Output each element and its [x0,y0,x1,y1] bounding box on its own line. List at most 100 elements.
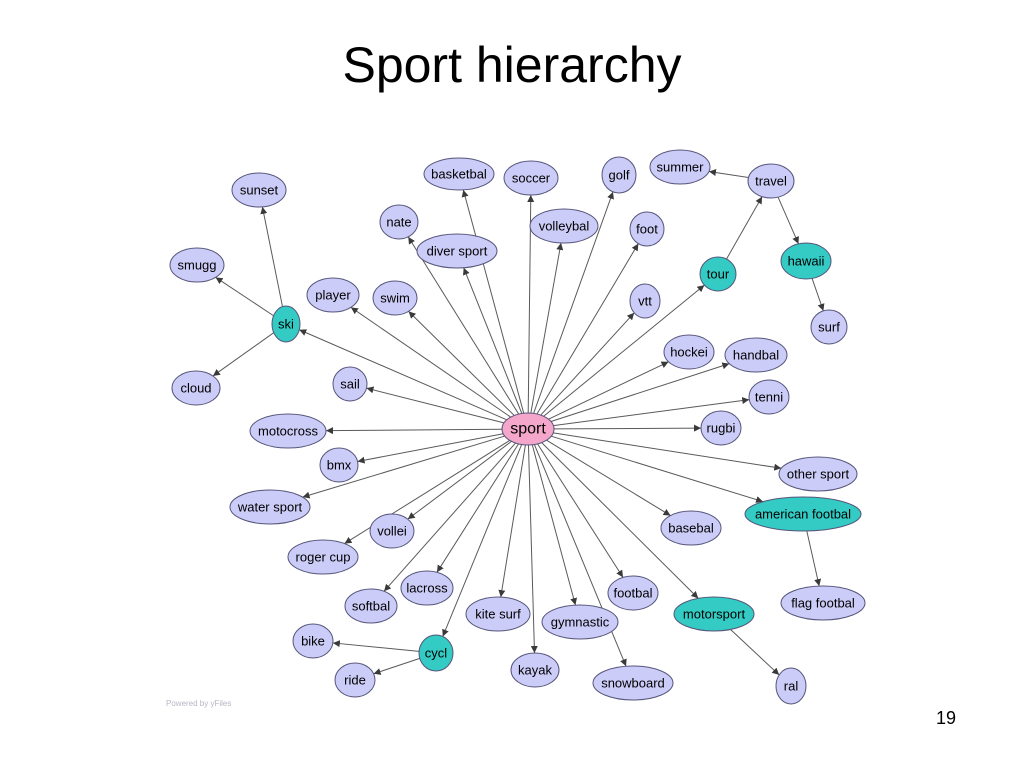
node-sport: sport [501,412,555,446]
node-shape-soccer [503,160,559,196]
node-flag-footbal: flag footbal [780,585,866,621]
edge-sport-to-cycl [442,444,523,637]
node-cycl: cycl [418,634,454,672]
node-shape-other-sport [778,456,858,492]
node-tour: tour [699,256,737,292]
node-label-other-sport: other sport [787,467,850,482]
edge-sport-to-basketbal [461,189,525,414]
node-label-nate: nate [386,215,411,230]
node-label-basketbal: basketbal [431,167,487,182]
node-label-tenni: tenni [755,390,783,405]
edge-sport-to-kayak [527,444,538,654]
node-rugbi: rugbi [700,410,742,446]
node-shape-ral [775,667,807,705]
edge-sport-to-golf [533,191,614,414]
node-basketbal: basketbal [423,157,495,191]
node-diver-sport: diver sport [416,233,498,269]
node-shape-ride [334,662,376,698]
node-lacross: lacross [400,570,454,606]
node-softbal: softbal [344,588,398,624]
node-label-softbal: softbal [352,599,390,614]
node-shape-tenni [748,379,790,415]
node-foot: foot [629,211,665,247]
node-shape-hockei [663,334,715,370]
node-shape-vtt [629,283,661,319]
edge-sport-to-basebal [546,439,671,516]
node-other-sport: other sport [778,456,858,492]
node-shape-surf [810,309,848,345]
edge-sport-to-motocross [325,427,503,435]
node-hawaii: hawaii [780,242,832,280]
node-label-kite-surf: kite surf [475,607,521,622]
node-motorsport: motorsport [673,596,755,632]
node-shape-diver-sport [416,233,498,269]
node-water-sport: water sport [229,489,311,525]
node-vtt: vtt [629,283,661,319]
node-shape-gymnastic [541,604,619,640]
node-label-volleybal: volleybal [539,219,590,234]
node-label-roger-cup: roger cup [296,550,351,565]
edge-sport-to-tour [543,284,705,417]
edge-hawaii-to-surf [811,278,825,312]
edge-ski-to-sunset [260,206,283,307]
node-smugg: smugg [169,247,225,283]
edge-sport-to-nate [407,236,520,415]
node-shape-foot [629,211,665,247]
node-label-vollei: vollei [377,524,407,539]
node-shape-nate [379,204,419,240]
node-vollei: vollei [369,513,415,549]
edge-sport-to-soccer [527,194,535,414]
node-label-sunset: sunset [240,183,279,198]
edge-sport-to-lacross [436,443,519,573]
node-label-ral: ral [784,679,799,694]
node-golf: golf [601,156,637,194]
node-label-lacross: lacross [406,581,448,596]
node-bmx: bmx [319,447,359,483]
node-player: player [306,277,360,313]
node-basebal: basebal [660,510,722,546]
node-shape-vollei [369,513,415,549]
node-label-player: player [315,288,351,303]
node-shape-flag-footbal [780,585,866,621]
node-shape-water-sport [229,489,311,525]
node-label-bike: bike [301,634,325,649]
node-shape-player [306,277,360,313]
edge-sport-to-vtt [540,312,635,416]
node-label-snowboard: snowboard [601,676,665,691]
node-hockei: hockei [663,334,715,370]
node-label-vtt: vtt [638,294,652,309]
node-shape-hawaii [780,242,832,280]
node-shape-handbal [724,337,788,373]
node-label-kayak: kayak [518,663,552,678]
node-shape-volleybal [529,208,599,244]
node-shape-sunset [231,172,287,208]
node-volleybal: volleybal [529,208,599,244]
node-label-gymnastic: gymnastic [551,615,610,630]
node-shape-sail [332,366,368,402]
node-gymnastic: gymnastic [541,604,619,640]
node-label-motorsport: motorsport [683,607,746,622]
page-number: 19 [936,708,957,728]
edge-sport-to-tenni [553,397,750,427]
edge-sport-to-sail [366,386,505,424]
slide-title: Sport hierarchy [342,37,682,93]
node-label-ski: ski [278,317,294,332]
node-ride: ride [334,662,376,698]
node-soccer: soccer [503,160,559,196]
node-shape-motorsport [673,596,755,632]
node-label-diver-sport: diver sport [427,244,488,259]
edge-sport-to-bmx [357,433,504,464]
node-label-bmx: bmx [327,458,352,473]
node-tenni: tenni [748,379,790,415]
node-label-smugg: smugg [177,258,216,273]
node-label-cloud: cloud [180,381,211,396]
node-shape-roger-cup [287,539,359,575]
node-shape-kite-surf [465,596,531,632]
node-shape-kayak [510,652,560,688]
edge-american-footbal-to-flag-footbal [806,530,822,587]
edge-sport-to-other-sport [553,432,782,471]
node-label-swim: swim [380,291,410,306]
node-label-footbal: footbal [613,586,652,601]
